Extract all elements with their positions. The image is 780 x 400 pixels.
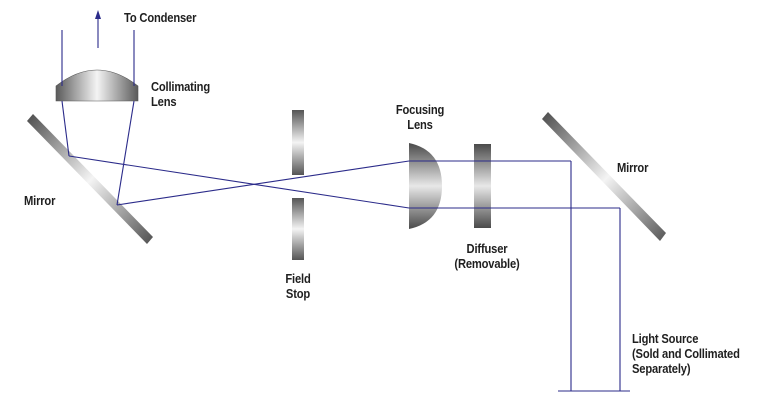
field-stop-upper-blade (292, 110, 304, 175)
focusing-lens-label: Focusing Lens (395, 102, 445, 132)
mirror-right (542, 112, 666, 241)
field-stop-lower-blade (292, 198, 304, 260)
collimating-lens (55, 69, 139, 102)
collimated-beam-right (116, 100, 135, 206)
light-beams (61, 30, 630, 392)
focusing-lens (409, 143, 442, 229)
mirror-left (27, 114, 153, 244)
mirror-right-label: Mirror (617, 160, 649, 175)
light-source-label: Light Source (Sold and Collimated Separa… (632, 331, 740, 376)
to-condenser-label: To Condenser (124, 10, 197, 25)
collimated-beam-left (61, 100, 70, 157)
field-stop (292, 110, 304, 260)
diffuser-label: Diffuser (Removable) (454, 241, 520, 271)
diffuser (474, 144, 491, 228)
crossing-ray-lower (116, 160, 410, 206)
up-arrow-icon (95, 10, 101, 48)
collimating-lens-label: Collimating Lens (151, 79, 210, 109)
crossing-ray-upper (68, 155, 410, 209)
mirror-left-label: Mirror (24, 193, 56, 208)
field-stop-label: Field Stop (285, 271, 311, 301)
